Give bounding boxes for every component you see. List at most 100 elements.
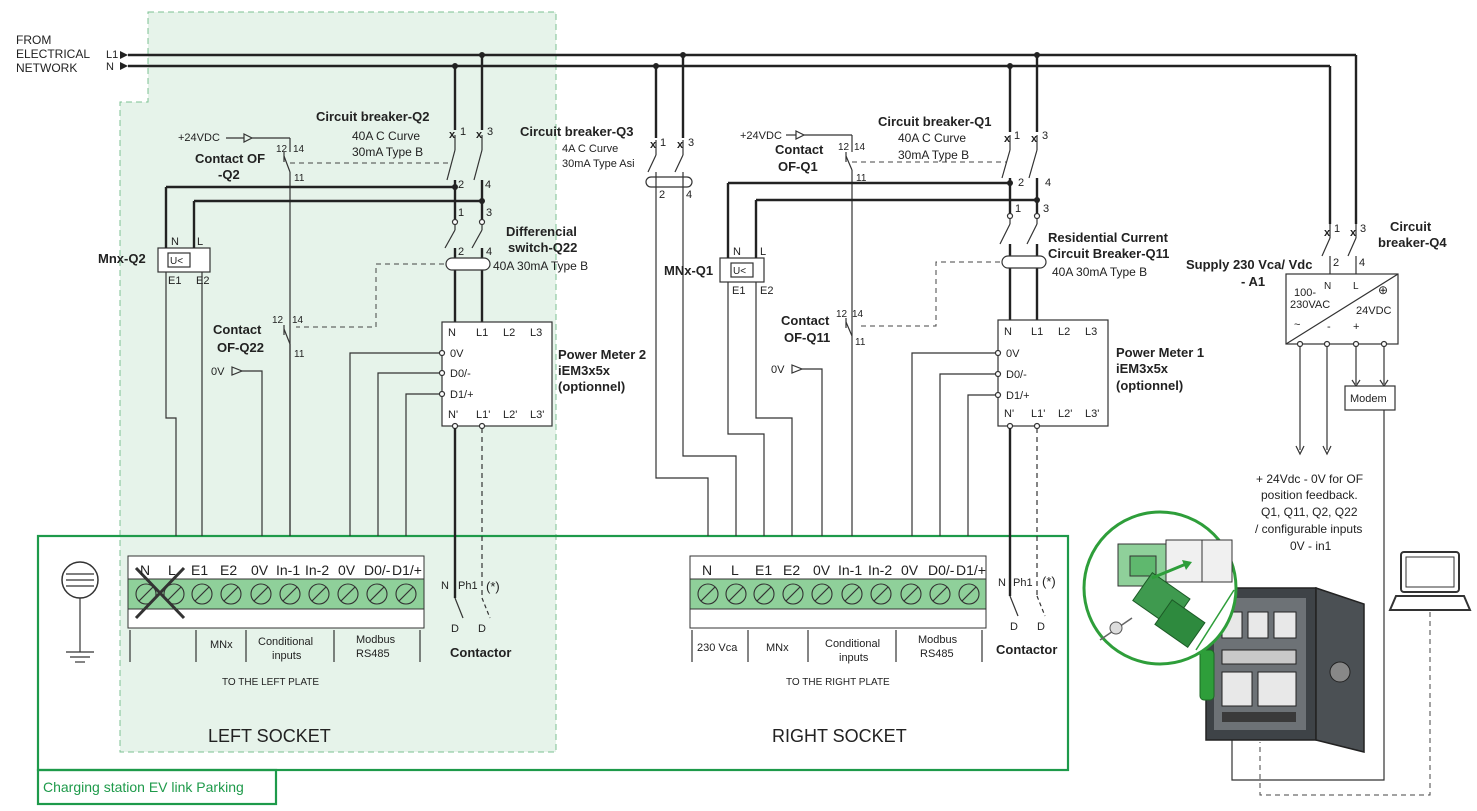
left-contactor-title: Contactor [450, 645, 511, 660]
pm2-l2p: L2' [503, 409, 517, 421]
q1-p2: 2 [1018, 177, 1024, 189]
q11-title1: Residential Current [1048, 230, 1169, 245]
svg-text:x: x [677, 139, 684, 151]
of-q11-t11: 11 [855, 337, 866, 348]
right-term-9: D1/+ [956, 562, 986, 578]
pm2-np: N' [448, 409, 458, 421]
mnx-q1-e1: E1 [732, 285, 745, 297]
supply-in1: 100- [1294, 287, 1316, 299]
left-group-modbus2: RS485 [356, 648, 390, 660]
q22-p2: 2 [458, 246, 464, 258]
supply-plus: + [1353, 321, 1359, 333]
q3-title: Circuit breaker-Q3 [520, 124, 633, 139]
left-term-0: N [140, 562, 150, 578]
mnx-q1-title: MNx-Q1 [664, 263, 713, 278]
left-contactor-d2: D [478, 623, 486, 635]
left-term-8: D0/- [364, 562, 391, 578]
q11-p1: 1 [1015, 203, 1021, 215]
pm2-title2: iEM3x5x [558, 363, 611, 378]
pm2-l3: L3 [530, 327, 542, 339]
q1-p4: 4 [1045, 177, 1051, 189]
svg-text:x: x [476, 129, 483, 141]
q22-p1: 1 [458, 207, 464, 219]
right-term-2: E1 [755, 562, 772, 578]
mnx-q1-u: U< [733, 266, 746, 277]
pm1-l2: L2 [1058, 326, 1070, 338]
supply-earth-icon: ⊕ [1378, 283, 1388, 297]
q22-title1: Differencial [506, 224, 577, 239]
laptop-cable [1259, 612, 1431, 796]
power-meter-2 [441, 321, 553, 427]
of-q2-supply-arrow [243, 133, 254, 143]
pm1-np: N' [1004, 408, 1014, 420]
earth-icon [61, 561, 99, 663]
pm2-l2: L2 [503, 327, 515, 339]
svg-text:x: x [650, 139, 657, 151]
q4-p2: 2 [1333, 257, 1339, 269]
of-q1-t14: 14 [854, 142, 866, 153]
pm1-wiring [911, 349, 1041, 596]
feedback-line-3: / configurable inputs [1255, 522, 1362, 536]
charging-station-frame [36, 534, 1070, 772]
right-contactor-star: (*) [1042, 574, 1056, 589]
mnx-q1-e2: E2 [760, 285, 773, 297]
of-q1-t12: 12 [838, 142, 850, 153]
of-q22-t11: 11 [294, 349, 305, 360]
pm2-title3: (optionnel) [558, 379, 625, 394]
pm2-n: N [448, 327, 456, 339]
left-contactor-star: (*) [486, 579, 500, 594]
supply-n: N [1324, 281, 1331, 292]
q1-p1: 1 [1014, 130, 1020, 142]
pm2-wiring [349, 349, 486, 598]
q4-p4: 4 [1359, 257, 1365, 269]
q1-spec1: 40A C Curve [898, 131, 966, 145]
rj45-zoom-icon [1082, 510, 1238, 666]
mnx-q1-n: N [733, 246, 741, 258]
q2-p3: 3 [487, 126, 493, 138]
left-term-5: In-1 [276, 562, 300, 578]
of-q11-zero: 0V [771, 364, 785, 376]
of-q22-title2: OF-Q22 [217, 340, 264, 355]
svg-text:x: x [1031, 133, 1038, 145]
network-n: N [106, 61, 114, 73]
supply-l: L [1353, 281, 1359, 292]
of-q11-title2: OF-Q11 [784, 330, 830, 345]
q2-p2: 2 [458, 179, 464, 191]
q3-spec2: 30mA Type Asi [562, 158, 635, 170]
of-q2-t12: 12 [276, 144, 288, 155]
q1-spec2: 30mA Type B [898, 148, 969, 162]
svg-text:x: x [1324, 227, 1331, 239]
of-q11-title1: Contact [781, 313, 830, 328]
right-term-0: N [702, 562, 712, 578]
network-electrical: ELECTRICAL [16, 47, 90, 61]
pm1-l3: L3 [1085, 326, 1097, 338]
mnx-q2-e1: E1 [168, 275, 181, 287]
right-socket-title: RIGHT SOCKET [772, 726, 907, 746]
left-na-cross [134, 566, 186, 620]
right-contactor-d1: D [1010, 621, 1018, 633]
left-term-4: 0V [251, 562, 269, 578]
left-contactor-n: N [441, 580, 449, 592]
n-arrow [120, 62, 128, 70]
pm1-title3: (optionnel) [1116, 378, 1183, 393]
svg-text:x: x [449, 129, 456, 141]
modem-label: Modem [1350, 393, 1387, 405]
left-term-1: L [168, 562, 176, 578]
left-group-cond1: Conditional [258, 636, 313, 648]
q3-p1: 1 [660, 137, 666, 149]
supply-out: 24VDC [1356, 305, 1392, 317]
network-network: NETWORK [16, 61, 77, 75]
right-terminal-screws [697, 583, 980, 605]
q1-p3: 3 [1042, 130, 1048, 142]
of-q2-t14: 14 [293, 144, 305, 155]
left-socket-title: LEFT SOCKET [208, 726, 331, 746]
left-term-3: E2 [220, 562, 237, 578]
bus-drops [452, 52, 1358, 224]
breaker-q1: x x [1001, 133, 1039, 214]
feedback-line-0: + 24Vdc - 0V for OF [1256, 472, 1363, 486]
pm2-l3p: L3' [530, 409, 544, 421]
charging-station-title: Charging station EV link Parking [43, 779, 244, 795]
q3-p4: 4 [686, 189, 692, 201]
right-group-230: 230 Vca [697, 642, 738, 654]
